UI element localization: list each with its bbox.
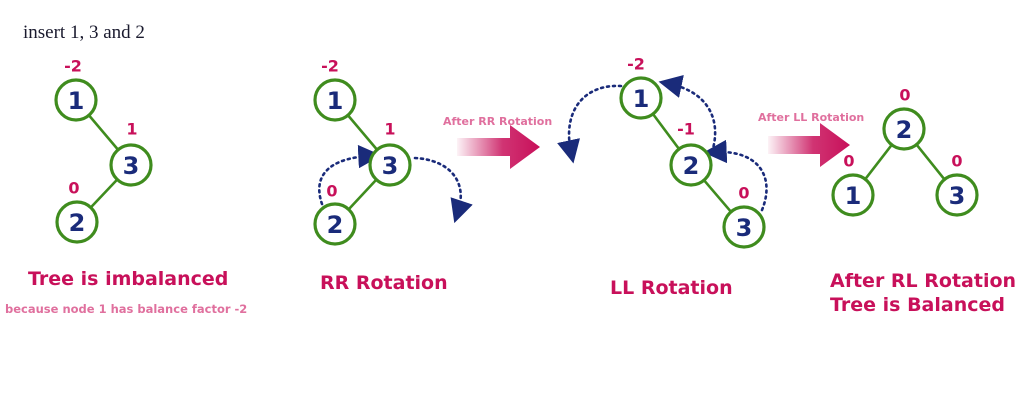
stage1-node-2: 20 xyxy=(55,179,99,244)
node-key: 3 xyxy=(382,152,399,180)
balance-factor: 0 xyxy=(899,86,910,105)
arrow2-label: After LL Rotation xyxy=(758,111,865,124)
balance-factor: 0 xyxy=(68,179,79,198)
node-key: 2 xyxy=(327,211,344,239)
stage3-node-3: 30 xyxy=(722,184,766,249)
rr-rotation-curve-left xyxy=(318,144,382,206)
node-circle xyxy=(669,143,713,187)
stage4-edge-1 xyxy=(864,144,893,180)
node-key: 3 xyxy=(949,182,966,210)
balance-factor: -2 xyxy=(627,55,645,74)
node-key: 2 xyxy=(896,116,913,144)
node-circle xyxy=(313,202,357,246)
node-key: 3 xyxy=(736,214,753,242)
ll-rotation-curve-lower xyxy=(703,139,768,212)
node-circle xyxy=(882,107,926,151)
node-circle xyxy=(55,200,99,244)
balance-factor: 0 xyxy=(326,182,337,201)
node-circle xyxy=(831,173,875,217)
stage3-edge-1 xyxy=(651,113,681,150)
stage1-node-1: 1 -2 xyxy=(54,57,98,122)
stage4-node-3: 30 xyxy=(935,152,979,217)
stage4-caption-line2: Tree is Balanced xyxy=(830,294,1005,316)
node-circle xyxy=(619,76,663,120)
stage1-node-3: 31 xyxy=(109,120,153,187)
stage1-edge-2 xyxy=(89,178,119,209)
node-circle xyxy=(368,143,412,187)
balance-factor: 0 xyxy=(738,184,749,203)
stage3-node-1: 1 -2 xyxy=(619,55,663,120)
node-circle xyxy=(109,143,153,187)
header-text: insert 1, 3 and 2 xyxy=(23,22,145,43)
stage4-edge-2 xyxy=(915,143,946,181)
balance-factor: 1 xyxy=(126,120,137,139)
node-circle xyxy=(54,78,98,122)
node-key: 2 xyxy=(69,209,86,237)
node-key: 1 xyxy=(68,87,85,115)
stage1-edge-1 xyxy=(87,114,120,151)
stage4-node-2: 20 xyxy=(882,86,926,151)
node-key: 1 xyxy=(327,87,344,115)
node-key: 1 xyxy=(845,182,862,210)
arrow1-block-arrow-icon xyxy=(457,125,540,169)
stage2-node-2: 20 xyxy=(313,182,357,246)
balance-factor: -2 xyxy=(64,57,82,76)
balance-factor: 0 xyxy=(843,152,854,171)
stage4-caption-line1: After RL Rotation xyxy=(830,270,1017,292)
stage2-node-3: 31 xyxy=(368,120,412,187)
stage1-caption: Tree is imbalanced xyxy=(28,268,229,290)
node-key: 2 xyxy=(683,152,700,180)
stage2-edge-1 xyxy=(346,114,379,151)
stage3-caption: LL Rotation xyxy=(610,277,733,299)
ll-rotation-curve-upper xyxy=(658,74,717,154)
node-key: 3 xyxy=(123,152,140,180)
ll-rotation-curve-left xyxy=(557,84,623,164)
balance-factor: -2 xyxy=(321,57,339,76)
arrow1-label: After RR Rotation xyxy=(443,115,553,128)
stage3-edge-2 xyxy=(703,179,732,213)
balance-factor: 0 xyxy=(951,152,962,171)
balance-factor: 1 xyxy=(384,120,395,139)
node-circle xyxy=(313,78,357,122)
rr-rotation-curve-right xyxy=(413,156,473,224)
stage3-node-2: 2 -1 xyxy=(669,120,713,187)
stage1-subcaption: because node 1 has balance factor -2 xyxy=(5,302,248,316)
node-key: 1 xyxy=(633,85,650,113)
stage2-caption: RR Rotation xyxy=(320,272,448,294)
stage2-edge-2 xyxy=(347,178,378,211)
arrow2-block-arrow-icon xyxy=(768,123,850,167)
stage2-node-1: 1 -2 xyxy=(313,57,357,122)
stage4-node-1: 10 xyxy=(831,152,875,217)
node-circle xyxy=(722,205,766,249)
node-circle xyxy=(935,173,979,217)
balance-factor: -1 xyxy=(677,120,695,139)
